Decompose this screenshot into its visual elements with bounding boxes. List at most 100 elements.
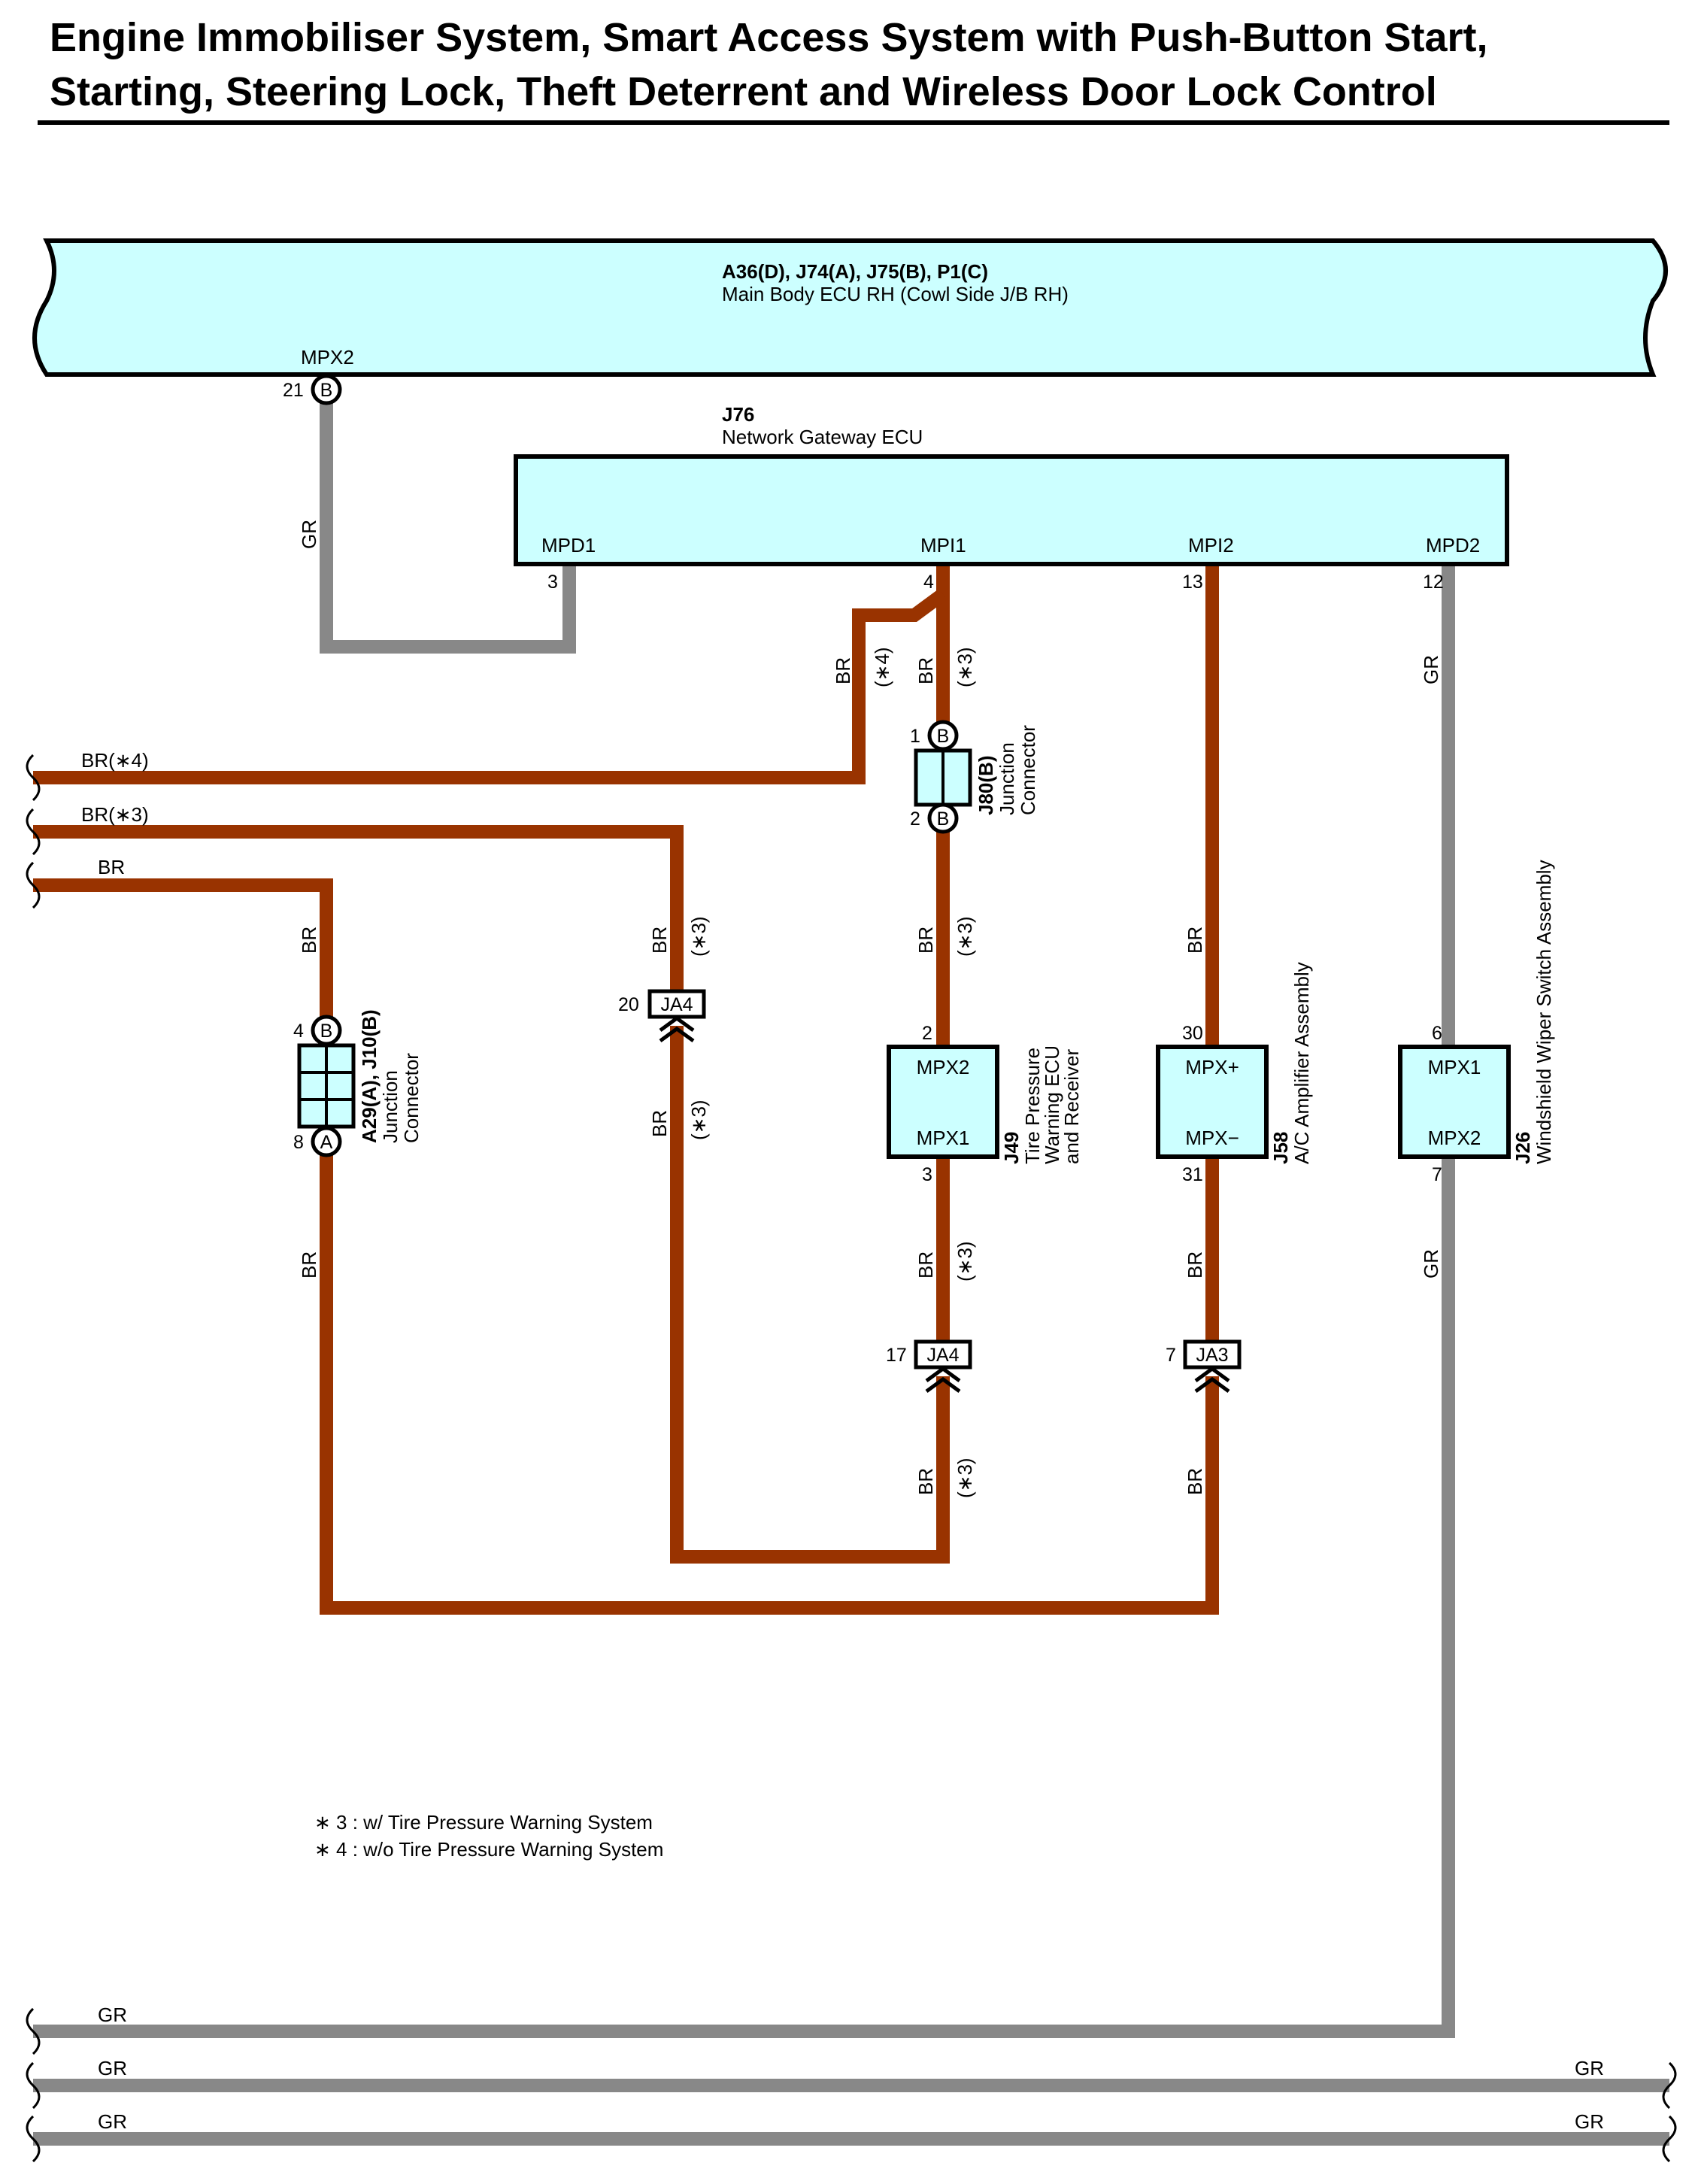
label-br-note4-left: BR(∗4) — [81, 749, 149, 772]
wire-br-ja4-down — [670, 1026, 950, 1564]
gateway-pin-3: 3 — [547, 572, 558, 593]
title-rule — [38, 120, 1669, 125]
label-gr-bus-3-right: GR — [1575, 2110, 1604, 2133]
j58-box — [1156, 1045, 1269, 1159]
label-gr-bus-2-right: GR — [1575, 2057, 1604, 2079]
main-body-ecu-box — [32, 238, 1668, 377]
a29-name-line2: Connector — [400, 1053, 423, 1143]
wire-gr-j26-bus — [33, 1157, 1455, 2038]
ja4-upper-pin: 20 — [618, 994, 639, 1015]
label-gr-bus-2: GR — [98, 2057, 127, 2079]
j80-connector-bottom — [927, 802, 959, 834]
break-mark-gr2 — [26, 2061, 41, 2110]
j49-pin-top: 2 — [922, 1023, 932, 1044]
wire-br-a29-ja3-loop — [320, 1142, 1219, 1615]
label-note4-vertical: (∗4) — [871, 647, 893, 687]
label-br-ja4-top: BR — [648, 927, 671, 954]
wire-labels: GR BR (∗4) BR (∗3) GR BR(∗4) BR(∗3) BR B… — [81, 520, 1604, 2133]
label-note3-ja4-top: (∗3) — [687, 916, 710, 957]
gateway-pin-4: 4 — [923, 572, 934, 593]
gateway-name: Network Gateway ECU — [722, 426, 923, 448]
ja4-upper-code: JA4 — [660, 994, 693, 1015]
label-br-a29-bottom: BR — [298, 1251, 320, 1279]
break-mark-gr2-right — [1662, 2061, 1677, 2110]
j80-code: J80(B) — [975, 756, 997, 815]
j26-code: J26 — [1511, 1132, 1534, 1164]
j80-name-line2: Connector — [1017, 725, 1039, 815]
note-3: ∗ 3 : w/ Tire Pressure Warning System — [314, 1811, 653, 1834]
label-gr-bus-1: GR — [98, 2004, 127, 2026]
label-note3-j49-bottom: (∗3) — [954, 1241, 976, 1282]
label-note3-j49-top: (∗3) — [954, 916, 976, 957]
label-br-j58-bottom: BR — [1184, 1251, 1206, 1279]
page-title: Engine Immobiliser System, Smart Access … — [50, 11, 1689, 119]
j58-terminal-bottom: MPX− — [1185, 1127, 1239, 1149]
j49-name-line2: Warning ECU — [1041, 1045, 1063, 1164]
j80-pin-bottom: 2 — [910, 808, 920, 830]
j58-code: J58 — [1269, 1132, 1292, 1164]
break-mark-br4 — [26, 754, 41, 802]
j58-name: A/C Amplifier Assembly — [1290, 962, 1313, 1164]
wire-break-marks — [26, 754, 1677, 2163]
label-br-j49-bottom: BR — [914, 1251, 937, 1279]
j49-pin-bottom: 3 — [922, 1164, 932, 1185]
wire-br-left-a29 — [33, 878, 333, 1030]
ja4-lower-code: JA4 — [926, 1345, 959, 1366]
ja4-lower-pin: 17 — [886, 1345, 907, 1366]
label-gr-j26-bottom: GR — [1420, 1249, 1442, 1279]
main-body-ecu-connector-letter: B — [320, 380, 333, 401]
j58-pin-top: 30 — [1182, 1023, 1203, 1044]
a29-pin-top: 4 — [293, 1021, 304, 1042]
label-br-note4-vertical: BR — [832, 657, 854, 684]
j26-terminal-top: MPX1 — [1428, 1056, 1481, 1078]
break-mark-gr3-right — [1662, 2115, 1677, 2163]
title-line-1: Engine Immobiliser System, Smart Access … — [50, 15, 1488, 60]
label-note3-mpi1: (∗3) — [954, 647, 976, 687]
label-note3-ja4-down: (∗3) — [687, 1100, 710, 1140]
j49-code: J49 — [1000, 1132, 1023, 1164]
gateway-pin-13: 13 — [1182, 572, 1203, 593]
j58-terminal-top: MPX+ — [1185, 1056, 1239, 1078]
label-br-mpi1: BR — [914, 657, 937, 684]
ja3-pin: 7 — [1166, 1345, 1176, 1366]
label-br-note3-left: BR(∗3) — [81, 803, 149, 826]
title-line-2: Starting, Steering Lock, Theft Deterrent… — [50, 69, 1437, 114]
a29-connector-top-letter: B — [320, 1021, 333, 1042]
j26-terminal-bottom: MPX2 — [1428, 1127, 1481, 1149]
main-body-ecu-pin: 21 — [283, 380, 304, 401]
label-br-j58-top: BR — [1184, 927, 1206, 954]
gateway-pin-12: 12 — [1423, 572, 1444, 593]
label-br-j49-top: BR — [914, 927, 937, 954]
ja4-upper-chevron — [659, 1015, 695, 1043]
wire-br-note4-branch — [33, 588, 948, 784]
j58-pin-bottom: 31 — [1182, 1164, 1203, 1185]
wires — [33, 401, 1669, 2146]
a29-connector-bottom-letter: A — [320, 1132, 333, 1153]
note-4: ∗ 4 : w/o Tire Pressure Warning System — [314, 1838, 663, 1861]
j49-box — [887, 1045, 999, 1159]
j49-name-line1: Tire Pressure — [1021, 1048, 1044, 1164]
label-br-ja4-lower: BR — [914, 1468, 937, 1495]
label-br-left: BR — [98, 856, 125, 878]
j80-name-line1: Junction — [996, 742, 1018, 815]
break-mark-gr3 — [26, 2115, 41, 2163]
gateway-terminal-mpd1: MPD1 — [541, 534, 596, 557]
label-gr-mpx2: GR — [298, 520, 320, 549]
main-body-ecu-terminal: MPX2 — [301, 346, 354, 369]
main-body-ecu-connector-circle — [311, 374, 342, 405]
gateway-terminal-mpi2: MPI2 — [1188, 534, 1234, 557]
wire-gr-mpx2-mpd1 — [320, 401, 576, 654]
a29-code: A29(A), J10(B) — [358, 1009, 381, 1143]
a29-pin-bottom: 8 — [293, 1132, 304, 1153]
label-note3-ja4-lower: (∗3) — [954, 1458, 976, 1498]
break-mark-gr1 — [26, 2007, 41, 2055]
label-br-a29-top: BR — [298, 927, 320, 954]
break-mark-br3 — [26, 808, 41, 856]
main-body-ecu-code: A36(D), J74(A), J75(B), P1(C) — [722, 260, 988, 283]
j80-connector-bottom-letter: B — [937, 808, 950, 830]
gateway-box — [514, 454, 1509, 566]
wire-br-note3-loop — [33, 825, 684, 994]
j26-box — [1398, 1045, 1511, 1159]
j49-name-line3: and Receiver — [1060, 1048, 1083, 1164]
